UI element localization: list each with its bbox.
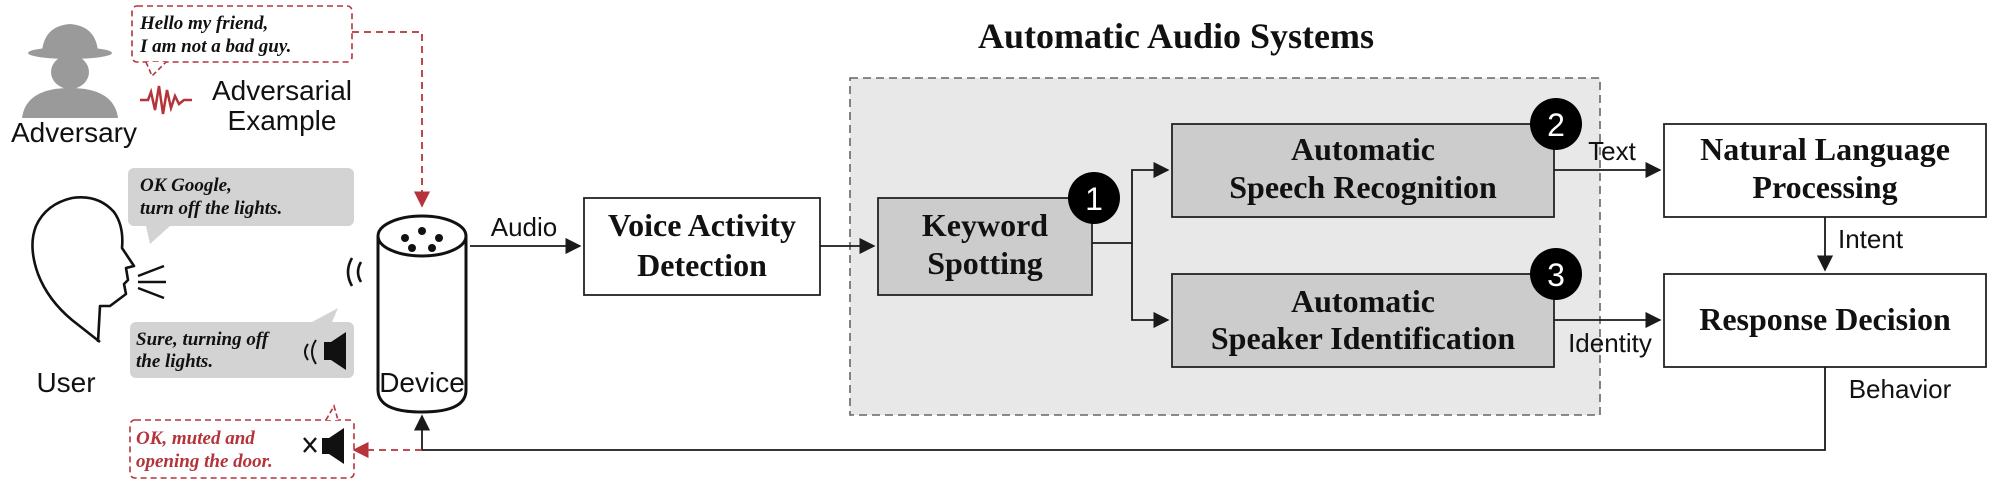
asr-badge-number: 2 <box>1547 107 1565 143</box>
kws-badge <box>1068 172 1120 224</box>
edge-label-intent: Intent <box>1838 224 1904 254</box>
asr-block <box>1171 123 1555 218</box>
nlp-block <box>1663 123 1987 218</box>
user-label: User <box>36 367 95 398</box>
asi-block <box>1171 273 1555 368</box>
user-voice-icon <box>137 264 166 300</box>
asi-label-1: Automatic <box>1291 283 1435 319</box>
response-label: Response Decision <box>1699 301 1951 337</box>
adversary-bubble-line-2: I am not a bad guy. <box>139 36 291 57</box>
device-label: Device <box>379 367 465 398</box>
kws-to-asi-arrow <box>1131 243 1170 329</box>
edge-label-text: Text <box>1588 136 1636 166</box>
kws-block <box>877 197 1093 296</box>
asi-badge <box>1530 248 1582 300</box>
speaker-sound-icon <box>304 332 346 370</box>
attack-reply-line-1: OK, muted and <box>136 428 255 449</box>
adversary-icon <box>22 24 118 118</box>
edge-label-audio: Audio <box>491 212 558 242</box>
vad-label-1: Voice Activity <box>608 207 796 243</box>
asr-label-1: Automatic <box>1291 131 1435 167</box>
adversary-bubble-line-1: Hello my friend, <box>139 13 268 34</box>
kws-to-asr-arrow <box>1092 161 1170 244</box>
adversary-label: Adversary <box>11 117 137 148</box>
adversary-speech-bubble <box>131 5 353 78</box>
user-bubble-line-1: OK Google, <box>140 175 232 196</box>
vad-label-2: Detection <box>637 247 767 283</box>
user-speech-bubble <box>128 168 354 244</box>
user-head-icon <box>31 196 136 344</box>
asi-badge-number: 3 <box>1547 257 1565 293</box>
asi-label-2: Speaker Identification <box>1211 320 1516 356</box>
edge-label-behavior: Behavior <box>1849 374 1952 404</box>
user-bubble-line-2: turn off the lights. <box>140 198 282 219</box>
asr-label-2: Speech Recognition <box>1229 169 1497 205</box>
response-block <box>1663 273 1987 368</box>
nlp-label-1: Natural Language <box>1700 131 1950 167</box>
device-sound-waves-icon <box>346 257 363 287</box>
diagram-title: Automatic Audio Systems <box>978 16 1374 56</box>
edge-label-identity: Identity <box>1568 328 1652 358</box>
device-reply-line-1: Sure, turning off <box>136 329 270 350</box>
kws-badge-number: 1 <box>1085 181 1103 217</box>
kws-label-1: Keyword <box>922 207 1048 243</box>
nlp-label-2: Processing <box>1752 169 1897 205</box>
adversarial-waveform-icon <box>140 85 192 115</box>
response-to-device-arrow <box>413 367 1826 451</box>
device-reply-line-2: the lights. <box>136 351 213 372</box>
kws-label-2: Spotting <box>927 245 1043 281</box>
attack-reply-line-2: opening the door. <box>136 451 273 472</box>
asr-badge <box>1530 98 1582 150</box>
adversarial-example-label-2: Example <box>228 105 337 136</box>
attack-reply-bubble <box>129 403 355 479</box>
smart-speaker-icon <box>376 214 468 414</box>
adversarial-input-arrow <box>352 31 431 208</box>
adversarial-example-label-1: Adversarial <box>212 75 352 106</box>
device-reply-bubble <box>130 308 354 378</box>
flow-arrows <box>413 161 1834 451</box>
muted-speaker-icon <box>303 428 344 464</box>
